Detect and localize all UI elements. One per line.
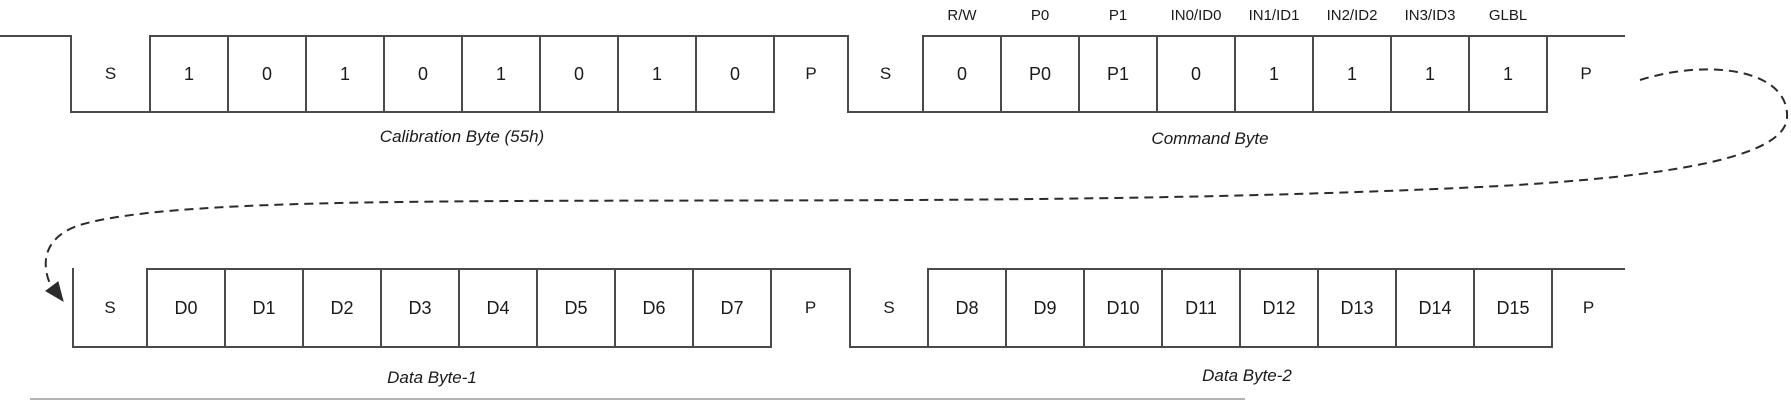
command-bit-cell: 0 — [956, 64, 967, 84]
command-bit-cell: 1 — [1424, 64, 1435, 84]
calibration-byte-caption: Calibration Byte (55h) — [379, 127, 545, 146]
calibration-bit-cell: 1 — [495, 64, 506, 84]
data-bit-cell: D15 — [1496, 298, 1530, 318]
data-bit-cell: D14 — [1418, 298, 1452, 318]
bit-name-label: IN0/ID0 — [1170, 7, 1222, 24]
command-bit-cell: 0 — [1190, 64, 1201, 84]
bit-name-label: GLBL — [1488, 7, 1528, 24]
bit-name-label: IN2/ID2 — [1326, 7, 1378, 24]
data-bit-cell: D0 — [174, 298, 198, 318]
stop-marker-data1: P — [804, 298, 817, 317]
start-marker-data1: S — [104, 298, 116, 317]
waveform-signal-lines — [0, 35, 1625, 348]
bit-name-label: P1 — [1108, 7, 1128, 24]
data-bit-cell: D4 — [486, 298, 510, 318]
command-bit-cell: P1 — [1106, 64, 1130, 84]
arrowhead-icon — [45, 281, 64, 303]
bit-name-label: IN1/ID1 — [1248, 7, 1300, 24]
command-byte-bit-labels: R/W P0 P1 IN0/ID0 IN1/ID1 IN2/ID2 IN3/ID3 GLBL — [923, 6, 1547, 26]
stop-marker-data2: P — [1582, 298, 1595, 317]
data-bit-cell: D13 — [1340, 298, 1374, 318]
stop-marker-calibration: P — [805, 64, 817, 83]
data-bit-cell: D9 — [1033, 298, 1057, 318]
start-marker-command: S — [879, 64, 892, 83]
bit-name-label: IN3/ID3 — [1404, 7, 1456, 24]
command-bit-cell: 1 — [1502, 64, 1513, 84]
calibration-bit-cell: 0 — [573, 64, 584, 84]
stop-marker-command: P — [1580, 64, 1592, 83]
data-bit-cell: D7 — [720, 298, 744, 318]
calibration-bit-cell: 1 — [651, 64, 662, 84]
data-byte-2-caption: Data Byte-2 — [1202, 366, 1292, 385]
calibration-bit-cell: 1 — [183, 64, 194, 84]
bit-name-label: P0 — [1030, 7, 1050, 24]
data-bit-cell: D11 — [1185, 298, 1217, 318]
data-bit-cell: D1 — [252, 298, 276, 318]
calibration-bit-cell: 0 — [261, 64, 272, 84]
command-bit-cell: P0 — [1028, 64, 1052, 84]
data-byte-1-cells: D0 D1 D2 D3 D4 D5 D6 D7 — [147, 268, 771, 348]
command-bit-cell: 1 — [1268, 64, 1279, 84]
data-byte-1-caption: Data Byte-1 — [387, 368, 477, 387]
calibration-bit-cell: 0 — [417, 64, 428, 84]
calibration-bit-cell: 1 — [339, 64, 350, 84]
data-bit-cell: D6 — [642, 298, 666, 318]
command-byte-cells: 0 P0 P1 0 1 1 1 1 — [923, 35, 1547, 113]
data-bit-cell: D10 — [1106, 298, 1140, 318]
calibration-byte-cells: 1 0 1 0 1 0 1 0 — [150, 35, 774, 113]
bit-name-label: R/W — [947, 7, 977, 24]
start-marker-calibration: S — [104, 64, 117, 83]
data-bit-cell: D8 — [955, 298, 979, 318]
calibration-bit-cell: 0 — [729, 64, 740, 84]
start-marker-data2: S — [883, 298, 895, 317]
continuation-dashed-arrow — [44, 68, 1789, 294]
data-bit-cell: D3 — [408, 298, 432, 318]
data-bit-cell: D12 — [1262, 298, 1296, 318]
command-byte-caption: Command Byte — [1151, 129, 1269, 148]
data-bit-cell: D5 — [564, 298, 588, 318]
command-bit-cell: 1 — [1346, 64, 1357, 84]
data-bit-cell: D2 — [330, 298, 354, 318]
data-byte-2-cells: D8 D9 D10 D11 D12 D13 D14 D15 — [928, 268, 1552, 348]
